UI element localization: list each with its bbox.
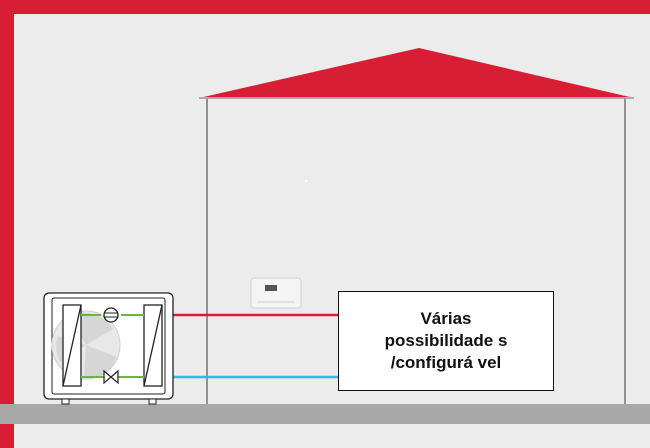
label-line-2: possibilidade s: [384, 331, 508, 350]
house-roof: [199, 48, 634, 98]
unit-foot-left: [61, 398, 70, 405]
expansion-valve-symbol-icon: [103, 369, 119, 385]
outdoor-heat-pump-unit-icon: [43, 292, 174, 405]
label-line-1: Várias: [420, 309, 472, 328]
frame-top-border: [0, 0, 650, 14]
frame-left-border: [0, 0, 14, 448]
compressor-symbol-icon: [103, 307, 119, 323]
house-marker-dot: [304, 179, 308, 183]
wall-controller-icon: [250, 277, 302, 309]
label-line-3: /configurá vel: [390, 353, 502, 372]
ground: [0, 404, 650, 424]
unit-foot-right: [148, 398, 157, 405]
configurable-options-box: Várias possibilidade s /configurá vel: [338, 291, 554, 391]
house: [206, 98, 626, 404]
